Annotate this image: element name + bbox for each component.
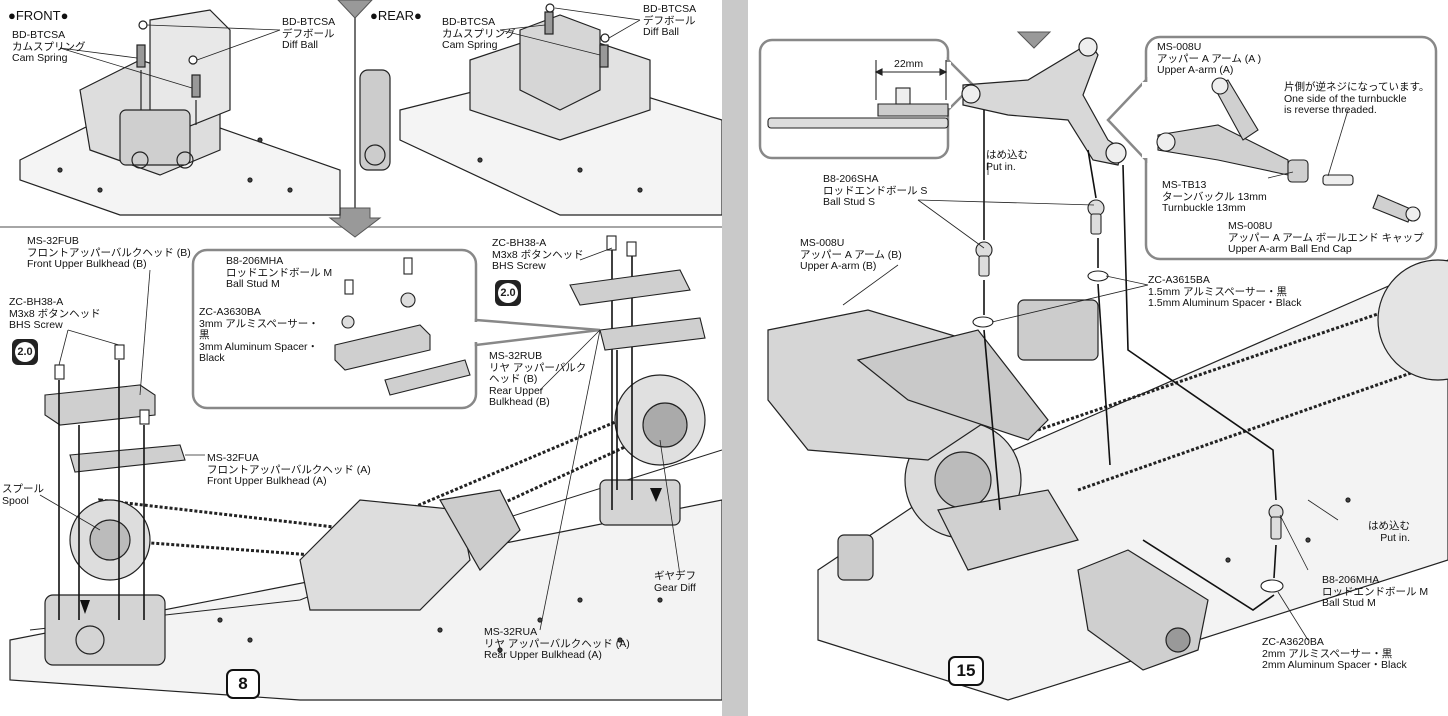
step-number: 8 xyxy=(226,669,260,699)
left-page-illustration xyxy=(0,0,722,701)
front-upper-bulkhead-a-label: MS-32FUA フロントアッパーバルクヘッド (A) Front Upper … xyxy=(207,452,371,487)
right-page-illustration xyxy=(758,31,1448,701)
rear-cam-spring-label: BD-BTCSA カムスプリング Cam Spring xyxy=(442,16,516,51)
down-arrow-icon xyxy=(1016,31,1052,49)
upper-a-arm-a-label: MS-008U アッパー A アーム (A ) Upper A-arm (A) xyxy=(1157,41,1262,76)
front-diff-ball-label: BD-BTCSA デフボール Diff Ball xyxy=(282,16,336,51)
dimension-label: 22mm xyxy=(894,58,924,70)
spacer-2mm-label: ZC-A3620BA 2mm アルミスペーサー・黒 2mm Aluminum S… xyxy=(1262,636,1407,671)
hex-wrench-badge: 2.0 xyxy=(495,280,521,306)
down-arrow-icon xyxy=(337,0,373,19)
left-page: ●FRONT● ●REAR● BD-BTCSA カムスプリング Cam Spri… xyxy=(0,0,722,716)
spool-label: スプール Spool xyxy=(2,483,44,507)
put-in-bottom-label: はめ込む Put in. xyxy=(1368,520,1410,544)
ball-stud-s-label: B8-206SHA ロッドエンドボール S Ball Stud S xyxy=(823,173,928,208)
aluminum-spacer-3mm-label: ZC-A3630BA 3mm アルミスペーサー・ 黒 3mm Aluminum … xyxy=(199,306,319,364)
down-arrow-icon xyxy=(80,600,90,614)
bhs-screw-left-label: ZC-BH38-A M3x8 ボタンヘッド BHS Screw xyxy=(9,296,101,331)
rear-upper-bulkhead-a-label: MS-32RUA リヤ アッパーバルクヘッド (A) Rear Upper Bu… xyxy=(484,626,630,661)
page-gutter xyxy=(722,0,748,716)
upper-a-arm-drawing xyxy=(961,37,1127,166)
ball-stud-m-label: B8-206MHA ロッドエンドボール M Ball Stud M xyxy=(226,255,333,290)
bhs-screw-right-label: ZC-BH38-A M3x8 ボタンヘッド BHS Screw xyxy=(492,237,584,272)
turnbuckle-label: MS-TB13 ターンバックル 13mm Turnbuckle 13mm xyxy=(1162,179,1267,214)
main-chassis-drawing xyxy=(9,374,722,701)
upper-a-arm-b-label: MS-008U アッパー A アーム (B) Upper A-arm (B) xyxy=(800,237,902,272)
rear-header: ●REAR● xyxy=(370,8,422,23)
ball-end-cap-label: MS-008U アッパー A アーム ボールエンド キャップ Upper A-a… xyxy=(1228,220,1424,255)
rear-diff-ball-label: BD-BTCSA デフボール Diff Ball xyxy=(643,3,697,38)
chassis-drawing xyxy=(767,259,1448,701)
right-page: 22mm MS-008U アッパー A アーム (A ) Upper A-arm… xyxy=(748,0,1448,716)
rear-upper-bulkhead-b-label: MS-32RUB リヤ アッパーバルク ヘッド (B) Rear Upper B… xyxy=(489,350,587,408)
front-cam-spring-label: BD-BTCSA カムスプリング Cam Spring xyxy=(12,29,86,64)
front-header: ●FRONT● xyxy=(8,8,69,23)
step-number: 15 xyxy=(948,656,984,686)
rear-chassis-drawing xyxy=(359,3,722,216)
put-in-top-label: はめ込む Put in. xyxy=(986,149,1028,173)
down-arrow-icon xyxy=(328,207,382,238)
down-arrow-icon xyxy=(650,488,662,502)
gear-diff-label: ギヤデフ Gear Diff xyxy=(654,570,696,594)
spacer-15mm-label: ZC-A3615BA 1.5mm アルミスペーサー・黒 1.5mm Alumin… xyxy=(1148,274,1302,309)
hex-wrench-badge: 2.0 xyxy=(12,339,38,365)
reverse-thread-note: 片側が逆ネジになっています。 One side of the turnbuckl… xyxy=(1284,81,1430,116)
front-chassis-drawing xyxy=(19,9,341,216)
ball-stud-m-label: B8-206MHA ロッドエンドボール M Ball Stud M xyxy=(1322,574,1429,609)
front-upper-bulkhead-b-label: MS-32FUB フロントアッパーバルクヘッド (B) Front Upper … xyxy=(27,235,191,270)
